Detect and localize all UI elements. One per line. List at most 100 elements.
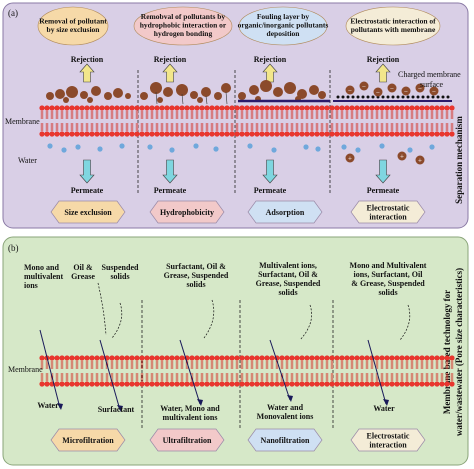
pollutant-particle [63,97,69,103]
panel-a-water-label: Water [18,156,37,165]
pollutant-label: Suspended [102,263,139,272]
lipid-head [374,381,380,387]
lipid-head [184,131,190,137]
pollutant-particle [55,89,65,99]
pollutant-particle [273,87,283,97]
lipid-head [54,381,60,387]
pollutant-particle [214,92,222,100]
lipid-head [444,131,450,137]
lipid-head [389,131,395,137]
pointer-arrow [97,282,107,336]
permeate-label: Permeate [254,186,287,195]
lipid-head [254,105,260,111]
lipid-head [269,355,275,361]
lipid-head [344,355,350,361]
interaction-line [205,95,208,105]
lipid-head [249,355,255,361]
lipid-head [344,105,350,111]
lipid-head [364,131,370,137]
lipid-head [314,105,320,111]
lipid-head [279,381,285,387]
lipid-head [154,131,160,137]
lipid-head [129,105,135,111]
lipid-head [369,381,375,387]
lipid-head [214,105,220,111]
lipid-head [144,131,150,137]
pollutant-label: Surfactant, Oil & [258,270,318,279]
lipid-head [264,105,270,111]
pollutant-particle [150,82,162,94]
lipid-head [259,131,265,137]
lipid-head [134,105,140,111]
lipid-head [209,355,215,361]
lipid-head [74,131,80,137]
lipid-head [404,381,410,387]
lipid-head [379,105,385,111]
lipid-head [289,355,295,361]
lipid-head [279,355,285,361]
lipid-head [289,131,295,137]
pointer-arrow [111,302,123,339]
passage-arrow [179,339,201,405]
lipid-head [439,131,445,137]
surface-charge [341,95,345,99]
lipid-head [344,131,350,137]
lipid-head [239,355,245,361]
surface-charge [366,95,370,99]
lipid-head [234,131,240,137]
water-molecule [315,146,321,152]
lipid-head [254,131,260,137]
lipid-head [84,105,90,111]
lipid-head [419,105,425,111]
lipid-head [339,381,345,387]
lipid-head [324,381,330,387]
lipid-head [434,105,440,111]
mechanism-bubble [133,6,233,46]
lipid-head [74,355,80,361]
lipid-head [49,131,55,137]
lipid-head [424,355,430,361]
lipid-head [194,131,200,137]
lipid-head [259,381,265,387]
method-hexagon [149,428,225,452]
method-hexagon [149,200,225,224]
lipid-head [89,105,95,111]
lipid-head [54,131,60,137]
lipid-head [144,381,150,387]
lipid-head [419,131,425,137]
pollutant-label: ions [24,281,38,290]
permeate-arrow [162,159,178,184]
lipid-head [69,131,75,137]
lipid-head [349,355,355,361]
lipid-head [399,131,405,137]
lipid-head [194,381,200,387]
lipid-head [394,355,400,361]
charge-sign: + [418,157,422,165]
lipid-head [429,105,435,111]
interaction-line [225,91,228,105]
lipid-head [179,355,185,361]
lipid-head [44,381,50,387]
passage-arrow [39,329,61,409]
lipid-head [64,381,70,387]
pollutant-particle [140,92,148,100]
permeate-arrow [375,159,391,184]
method-hexagon [50,428,126,452]
lipid-head [289,381,295,387]
surface-charge [336,95,340,99]
lipid-head [234,381,240,387]
method-hexagon-text: Electrostatic [367,204,410,213]
pollutant-particle [46,92,54,100]
lipid-head [339,355,345,361]
lipid-head [274,131,280,137]
rejection-arrow [79,63,95,83]
lipid-head [314,355,320,361]
mechanism-bubble-text: Fouling layer by [257,12,310,21]
lipid-head [144,105,150,111]
permeate-species-label: Water and [267,403,304,412]
lipid-head [304,381,310,387]
lipid-head [44,105,50,111]
lipid-head [89,131,95,137]
panel-a-tag: (a) [8,8,18,18]
lipid-head [134,381,140,387]
